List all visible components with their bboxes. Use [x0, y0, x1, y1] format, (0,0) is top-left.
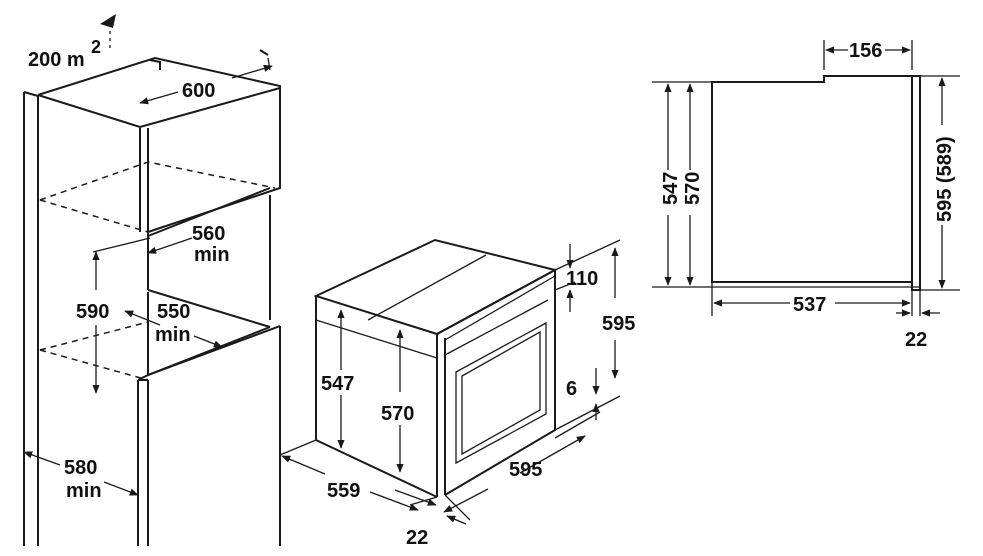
oven-depth-label: 559 [327, 480, 360, 502]
oven-top-offset-label: 110 [566, 268, 598, 290]
oven-width-label: 595 [509, 459, 542, 481]
oven-bottom-gap-label: 6 [566, 378, 577, 400]
cabinet-depth-min-suffix: min [66, 480, 102, 502]
niche-drawing [23, 14, 281, 546]
side-top-width-label: 156 [849, 40, 882, 62]
side-height-inner-label: 547 [660, 172, 682, 205]
side-view-drawing [652, 40, 960, 317]
ventilation-area-value: 200 m [28, 49, 85, 71]
oven-3d-drawing [279, 238, 621, 525]
niche-depth-min-suffix: min [155, 324, 191, 346]
niche-depth-min-value: 550 [157, 301, 190, 323]
niche-width-min-value: 560 [192, 223, 225, 245]
niche-width-top-label: 600 [182, 80, 215, 102]
oven-height-total-label: 595 [602, 313, 635, 335]
oven-height-outer-label: 570 [381, 403, 414, 425]
side-total-height-label: 595 (589) [934, 136, 956, 222]
niche-height-label: 590 [76, 301, 109, 323]
side-front-thickness-label: 22 [905, 329, 927, 351]
side-height-outer-label: 570 [682, 172, 704, 205]
ventilation-area-sup: 2 [91, 37, 101, 57]
oven-front-thickness-label: 22 [406, 527, 428, 549]
niche-width-min-suffix: min [194, 244, 230, 266]
oven-height-inner-label: 547 [321, 373, 354, 395]
side-depth-label: 537 [793, 294, 826, 316]
cabinet-depth-min-value: 580 [64, 457, 97, 479]
